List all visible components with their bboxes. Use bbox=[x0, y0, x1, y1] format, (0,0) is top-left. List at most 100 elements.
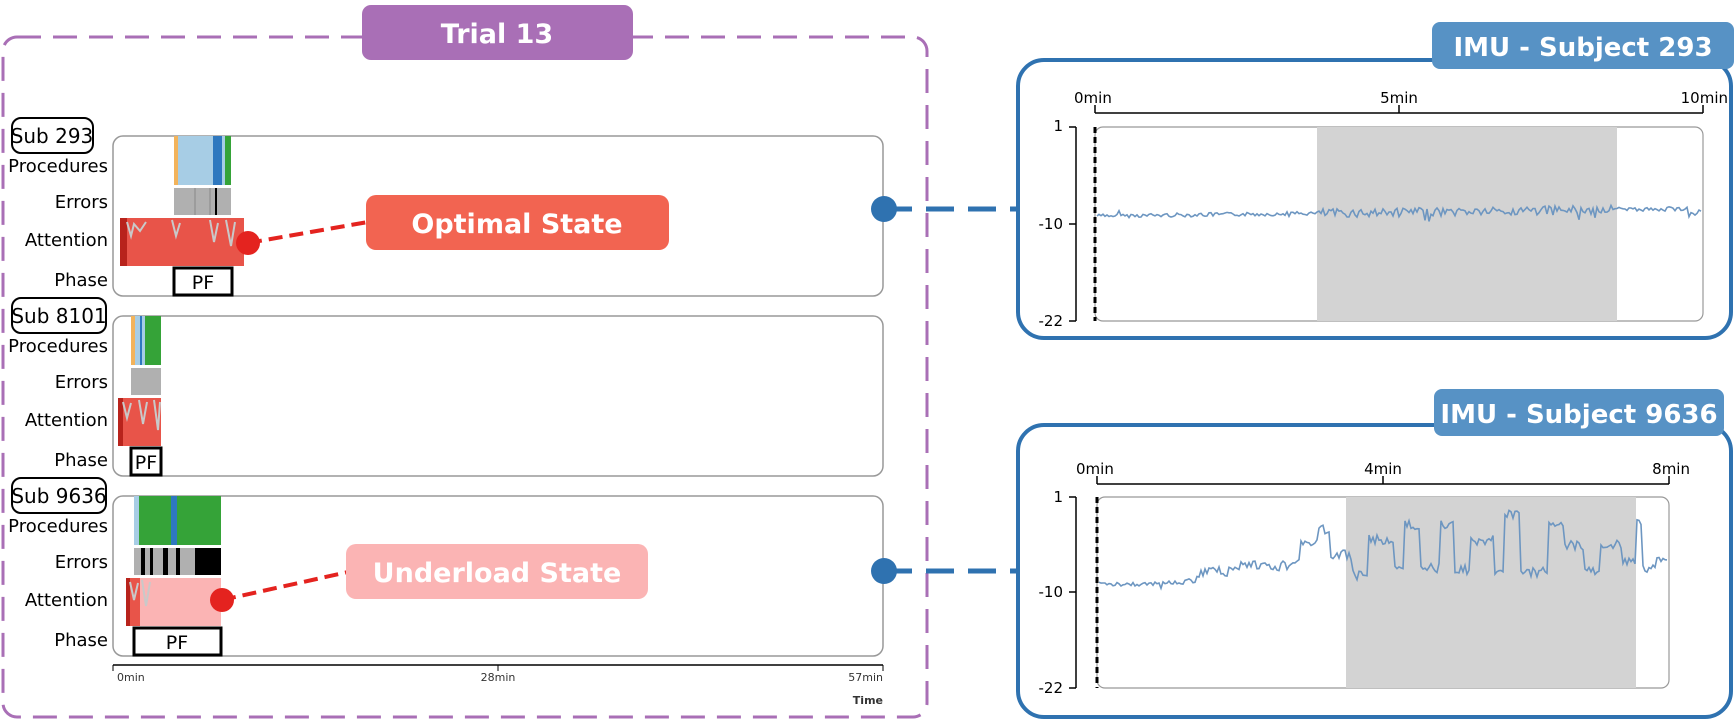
procedures-bar-green bbox=[225, 136, 231, 185]
procedures-bar-lightblue bbox=[134, 496, 139, 545]
imu-panel-subject-9636: IMU - Subject 9636 0min 4min 8min 1 -10 … bbox=[1016, 389, 1733, 719]
row-label-attention: Attention bbox=[25, 410, 108, 431]
timeline-tick-label: 57min bbox=[848, 671, 883, 684]
trial-title: Trial 13 bbox=[441, 19, 553, 50]
row-label-procedures: Procedures bbox=[8, 156, 108, 177]
procedures-bar-orange bbox=[174, 136, 178, 185]
errors-block bbox=[150, 548, 153, 575]
procedures-bar-blue bbox=[171, 496, 177, 545]
attention-bar bbox=[120, 218, 244, 266]
optimal-state-callout: Optimal State bbox=[236, 195, 669, 255]
imu-panel-frame bbox=[1016, 423, 1733, 719]
errors-bar bbox=[174, 188, 231, 215]
procedures-bar-lightblue-2 bbox=[222, 136, 225, 185]
errors-block bbox=[163, 548, 168, 575]
subject-badge-frame bbox=[11, 477, 107, 514]
imu-x-tick-label: 0min bbox=[1076, 460, 1114, 478]
imu-highlight-region bbox=[1317, 127, 1617, 321]
imu-signal-line bbox=[1096, 203, 1702, 222]
row-label-errors: Errors bbox=[55, 552, 108, 573]
errors-block bbox=[176, 548, 180, 575]
imu-x-tick-label: 4min bbox=[1364, 460, 1402, 478]
subject-track-frame bbox=[112, 315, 884, 477]
row-label-procedures: Procedures bbox=[8, 336, 108, 357]
subject-badge-frame bbox=[11, 117, 94, 154]
imu-panel-frame bbox=[1016, 58, 1733, 340]
errors-block bbox=[195, 548, 221, 575]
procedures-bar-green bbox=[145, 316, 161, 365]
subject-badge-frame bbox=[11, 297, 107, 334]
imu-title: IMU - Subject 293 bbox=[1453, 33, 1712, 63]
row-label-errors: Errors bbox=[55, 192, 108, 213]
row-label-attention: Attention bbox=[25, 590, 108, 611]
imu-x-tick-label: 8min bbox=[1652, 460, 1690, 478]
errors-block bbox=[141, 548, 145, 575]
imu-signal-line bbox=[1098, 509, 1668, 591]
connector-dot bbox=[871, 558, 897, 584]
imu-x-tick-label: 10min bbox=[1681, 89, 1728, 107]
connector-dot bbox=[871, 196, 897, 222]
procedures-bar-green bbox=[139, 496, 171, 545]
procedures-bar-orange bbox=[131, 316, 135, 365]
imu-connector-9636 bbox=[871, 558, 1018, 584]
trial-title-pill bbox=[362, 5, 633, 60]
underload-state-pill bbox=[346, 544, 648, 599]
imu-panel-subject-293: IMU - Subject 293 0min 5min 10min 1 -10 … bbox=[1016, 22, 1734, 340]
subject-8101-track: Sub 8101 Procedures Errors Attention Pha… bbox=[8, 297, 884, 477]
errors-bar bbox=[131, 368, 161, 395]
imu-title-pill bbox=[1434, 389, 1724, 436]
imu-title: IMU - Subject 9636 bbox=[1440, 400, 1717, 430]
callout-dot bbox=[210, 588, 234, 612]
procedures-bar-green-2 bbox=[177, 496, 221, 545]
phase-label: PF bbox=[135, 452, 157, 474]
procedures-bar-blue bbox=[213, 136, 222, 185]
underload-state-label: Underload State bbox=[373, 558, 622, 589]
optimal-state-pill bbox=[366, 195, 669, 250]
imu-y-tick-label: -10 bbox=[1039, 583, 1064, 601]
row-label-phase: Phase bbox=[54, 450, 108, 471]
optimal-state-label: Optimal State bbox=[411, 209, 622, 240]
timeline-axis: 0min 28min 57min Time bbox=[112, 664, 884, 707]
row-label-phase: Phase bbox=[54, 270, 108, 291]
attention-gray-trace bbox=[122, 399, 161, 431]
attention-gray-trace bbox=[129, 579, 151, 607]
phase-label: PF bbox=[166, 632, 188, 654]
subject-293-track: Sub 293 Procedures Errors Attention Phas… bbox=[8, 117, 884, 297]
timeline-tick-label: 28min bbox=[481, 671, 516, 684]
subject-badge-label: Sub 9636 bbox=[11, 484, 106, 508]
phase-box bbox=[132, 626, 223, 657]
attention-bar-dark bbox=[120, 218, 127, 266]
callout-dot bbox=[236, 231, 260, 255]
imu-highlight-region bbox=[1346, 497, 1636, 688]
attention-bar bbox=[126, 578, 221, 626]
underload-state-callout: Underload State bbox=[210, 544, 648, 612]
attention-bar-dark bbox=[126, 578, 130, 626]
imu-y-tick-label: 1 bbox=[1053, 117, 1063, 135]
timeline-tick-label: 0min bbox=[117, 671, 145, 684]
callout-dashed-line bbox=[221, 570, 349, 602]
timeline-axis-title: Time bbox=[853, 694, 883, 707]
subject-badge-label: Sub 293 bbox=[11, 124, 94, 148]
phase-box bbox=[129, 446, 163, 477]
procedures-bar-blue bbox=[140, 316, 142, 365]
phase-box bbox=[172, 266, 234, 297]
phase-label: PF bbox=[192, 272, 214, 294]
imu-title-pill bbox=[1432, 22, 1734, 69]
attention-gray-trace bbox=[126, 219, 236, 247]
subject-9636-track: Sub 9636 Procedures Errors Attention Pha… bbox=[8, 477, 884, 657]
imu-y-tick-label: 1 bbox=[1053, 488, 1063, 506]
imu-x-tick-label: 0min bbox=[1074, 89, 1112, 107]
row-label-procedures: Procedures bbox=[8, 516, 108, 537]
imu-connector-293 bbox=[871, 196, 1018, 222]
attention-bar-dark bbox=[118, 398, 123, 446]
imu-y-tick-label: -22 bbox=[1039, 312, 1064, 330]
row-label-phase: Phase bbox=[54, 630, 108, 651]
callout-dashed-line bbox=[247, 220, 369, 245]
procedures-bar-lightblue bbox=[178, 136, 213, 185]
imu-x-tick-label: 5min bbox=[1380, 89, 1418, 107]
imu-y-tick-label: -10 bbox=[1039, 215, 1064, 233]
row-label-errors: Errors bbox=[55, 372, 108, 393]
imu-y-tick-label: -22 bbox=[1039, 679, 1064, 697]
row-label-attention: Attention bbox=[25, 230, 108, 251]
